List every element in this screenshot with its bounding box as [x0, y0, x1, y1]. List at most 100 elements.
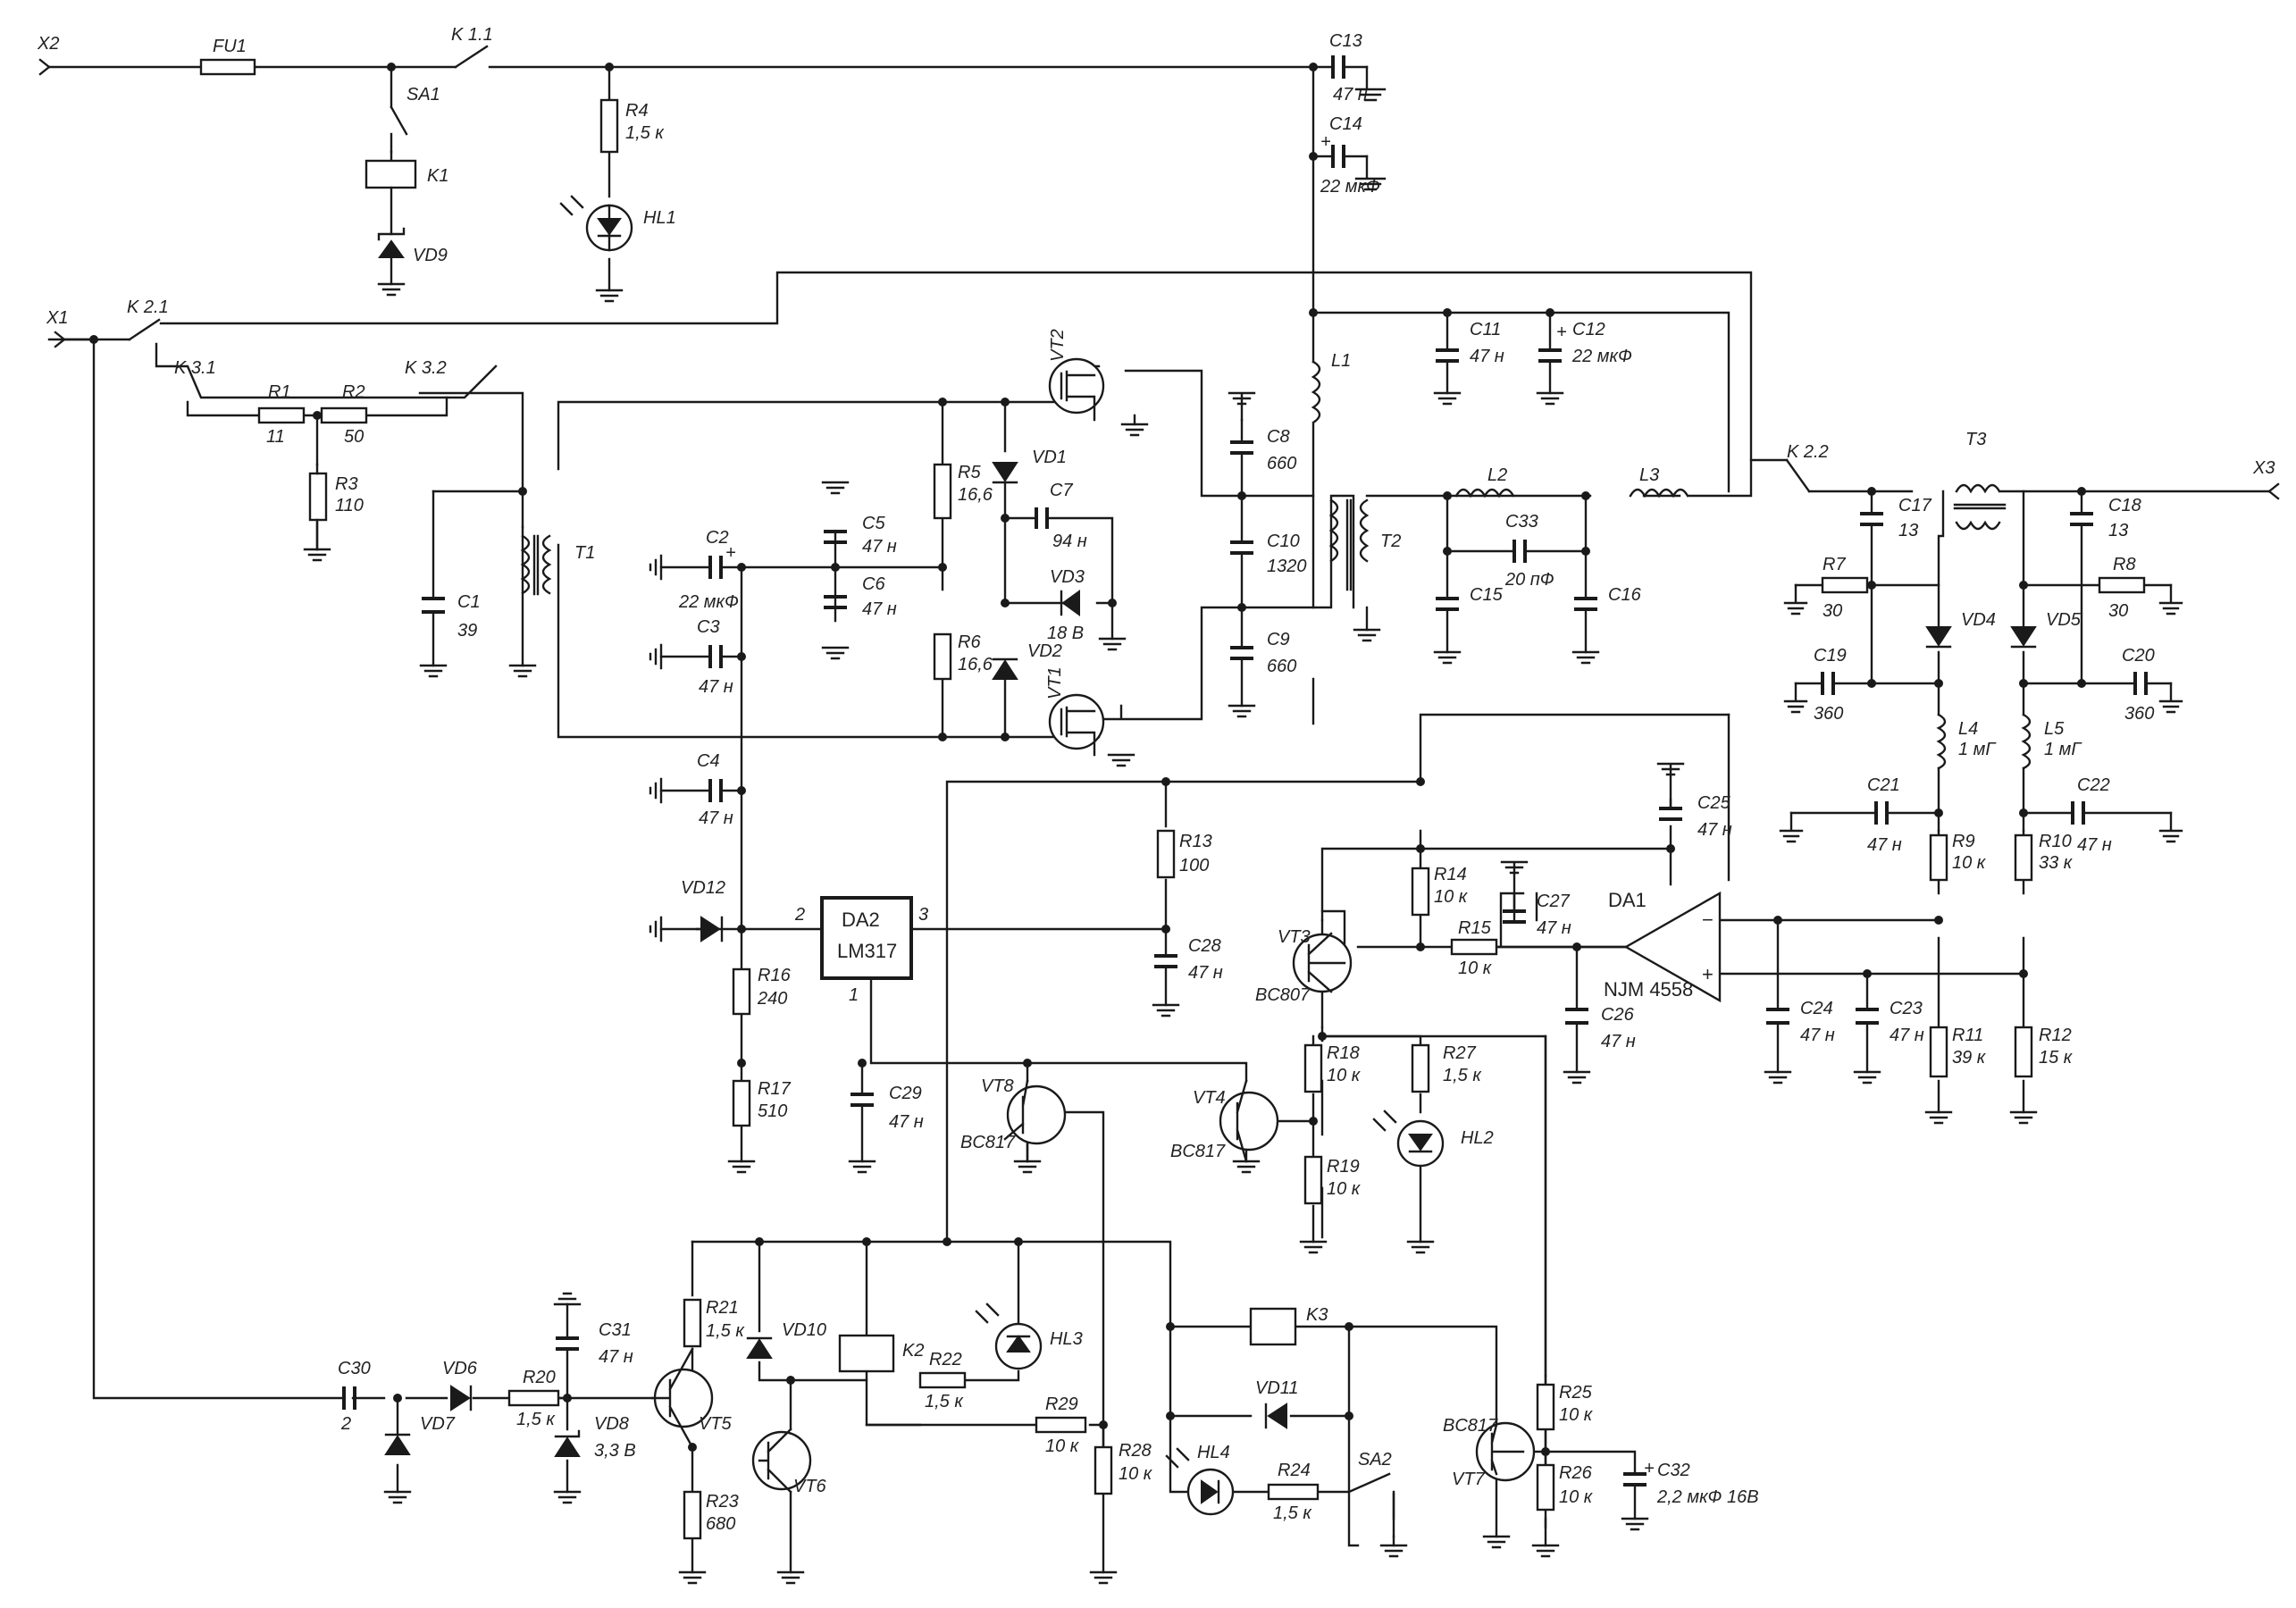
transistor-vt5: VT5 [650, 1347, 733, 1449]
label-r15: R15 [1458, 918, 1492, 938]
label-l3: L3 [1639, 465, 1659, 485]
label-c17: C17 [1898, 496, 1932, 515]
value-r19: 10 к [1327, 1179, 1362, 1199]
label-r23: R23 [706, 1492, 739, 1512]
label-vd10: VD10 [782, 1320, 826, 1340]
label-c4: C4 [697, 751, 720, 771]
value-c25: 47 н [1697, 820, 1732, 840]
label-t1: T1 [574, 543, 595, 563]
label-r13: R13 [1179, 832, 1212, 851]
fuse-fu1: FU1 [199, 37, 256, 76]
value-r11: 39 к [1952, 1048, 1987, 1068]
label-r4: R4 [625, 101, 649, 121]
label-da2: DA2 [842, 909, 880, 931]
junction-dots [89, 63, 2086, 1456]
relay-k2: K2 [838, 1334, 924, 1373]
resistor-r26: R26 10 к [1536, 1463, 1594, 1512]
capacitor-c3: C3 47 н [697, 617, 733, 697]
label-vd9: VD9 [413, 246, 448, 265]
label-r10: R10 [2039, 832, 2072, 851]
label-c9: C9 [1267, 630, 1290, 649]
label-r20: R20 [523, 1368, 556, 1387]
resistor-r18: R18 10 к [1303, 1043, 1362, 1093]
value-c33: 20 пФ [1504, 570, 1554, 590]
value-c27: 47 н [1537, 918, 1571, 938]
label-r22: R22 [929, 1350, 962, 1369]
inductor-l5: L5 1 мГ [2021, 713, 2082, 770]
transistor-vt3: VT3 BC807 [1255, 927, 1353, 1005]
label-r8: R8 [2113, 555, 2136, 574]
label-r21: R21 [706, 1298, 739, 1318]
label-vd2: VD2 [1027, 641, 1062, 661]
value-c6: 47 н [862, 599, 897, 619]
value-c30: 2 [340, 1414, 351, 1434]
label-fu1: FU1 [213, 37, 247, 56]
value-l5: 1 мГ [2044, 740, 2082, 759]
label-vt1: VT1 [1045, 666, 1065, 699]
terminal-x1: X1 [46, 308, 96, 348]
label-r25: R25 [1559, 1383, 1593, 1403]
minus-da1: − [1702, 909, 1714, 931]
label-r11: R11 [1952, 1026, 1983, 1045]
label-c8: C8 [1267, 427, 1290, 447]
label-c33: C33 [1505, 512, 1538, 532]
diode-vd12: VD12 [659, 878, 725, 942]
inductor-l1: L1 [1311, 351, 1351, 424]
label-k21: K 2.1 [127, 297, 169, 317]
plus-c32: + [1644, 1459, 1655, 1478]
value-r18: 10 к [1327, 1066, 1362, 1085]
label-l1: L1 [1331, 351, 1351, 371]
capacitor-c26: C26 47 н [1565, 1005, 1636, 1051]
label-vd5: VD5 [2046, 610, 2082, 630]
value-r6: 16,6 [958, 655, 993, 674]
value-r14: 10 к [1434, 887, 1469, 907]
zener-vd8: VD8 3,3 В [554, 1414, 636, 1461]
label-c12: C12 [1572, 320, 1605, 339]
resistor-r20: R20 1,5 к [507, 1368, 560, 1429]
value-vt7: VT7 [1452, 1470, 1486, 1489]
pin-1: 1 [849, 985, 859, 1005]
resistor-r13: R13 100 [1156, 829, 1212, 879]
value-c7: 94 н [1052, 532, 1087, 551]
label-c30: C30 [338, 1359, 371, 1378]
value-da2: LM317 [837, 940, 897, 962]
capacitor-c15: C15 [1436, 585, 1504, 611]
capacitor-c22: C22 47 н [2071, 775, 2112, 855]
terminal-x3: X3 [2252, 458, 2280, 500]
value-r1: 11 [266, 427, 285, 447]
label-r24: R24 [1278, 1461, 1311, 1480]
label-c26: C26 [1601, 1005, 1635, 1025]
value-r29: 10 к [1045, 1436, 1080, 1456]
label-vd7: VD7 [420, 1414, 456, 1434]
label-c3: C3 [697, 617, 720, 637]
switch-k21: K 2.1 [127, 297, 169, 341]
value-c12: 22 мкФ [1571, 347, 1632, 366]
label-c5: C5 [862, 514, 885, 533]
label-vt5: VT5 [699, 1414, 733, 1434]
transistor-vt7: BC817 VT7 [1443, 1416, 1536, 1489]
terminal-x2: X2 [37, 34, 59, 76]
diode-vd5: VD5 [2010, 610, 2082, 649]
resistor-r22: R22 1,5 к [918, 1350, 967, 1411]
label-l5: L5 [2044, 719, 2065, 739]
label-vd11: VD11 [1255, 1378, 1299, 1398]
label-vt6: VT6 [793, 1477, 827, 1496]
zener-vd3: VD3 18 В [1047, 567, 1085, 643]
relay-k3: K3 [1249, 1305, 1328, 1346]
opamp-da1: − + DA1 NJM 4558 [1604, 889, 1722, 1003]
value-c11: 47 н [1470, 347, 1504, 366]
label-hl3: HL3 [1050, 1329, 1083, 1349]
capacitor-c12: + C12 22 мкФ [1538, 320, 1632, 366]
label-sa1: SA1 [406, 85, 440, 105]
resistor-r28: R28 10 к [1094, 1441, 1153, 1495]
transistor-vt8: VT8 BC817 [960, 1076, 1067, 1163]
value-vt4: BC817 [1170, 1142, 1226, 1161]
value-r9: 10 к [1952, 853, 1987, 873]
label-c19: C19 [1814, 646, 1847, 666]
label-c24: C24 [1800, 999, 1833, 1018]
label-vd4: VD4 [1961, 610, 1996, 630]
capacitor-c32: + C32 2,2 мкФ 16В [1623, 1459, 1759, 1507]
value-r23: 680 [706, 1514, 735, 1534]
capacitor-c1: C1 39 [422, 592, 481, 641]
